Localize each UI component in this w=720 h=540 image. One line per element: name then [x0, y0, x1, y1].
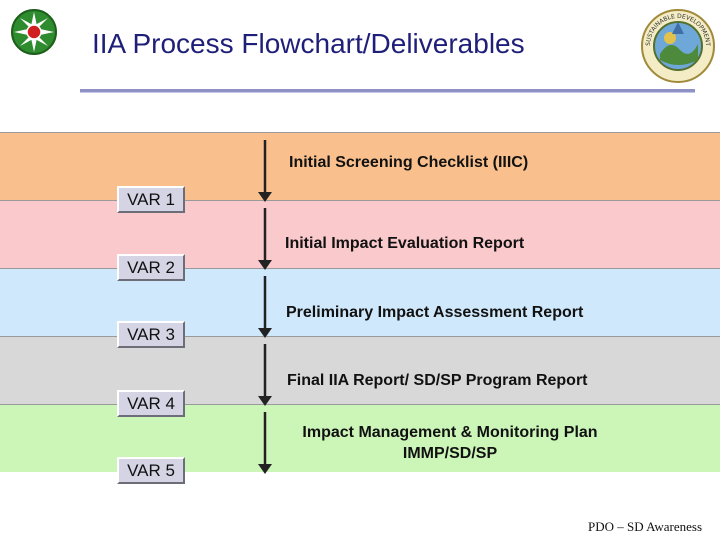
deliverable-label-1: Initial Screening Checklist (IIIC): [289, 154, 529, 171]
deliverable-label-5: Impact Management & Monitoring Plan IMMP…: [283, 422, 617, 464]
footer-text: PDO – SD Awareness: [588, 519, 702, 534]
var-label-5: VAR 5: [117, 457, 185, 484]
leaf-emblem-icon: [11, 9, 57, 55]
deliverable-label-5-line-1: Impact Management & Monitoring Plan: [302, 424, 598, 441]
deliverable-label-5-line-2: IMMP/SD/SP: [402, 445, 498, 462]
var-label-4: VAR 4: [117, 390, 185, 417]
deliverable-label-4: Final IIA Report/ SD/SP Program Report: [287, 372, 588, 389]
var-label-3: VAR 3: [117, 321, 185, 348]
page-title: IIA Process Flowchart/Deliverables: [92, 28, 525, 59]
var-label-1: VAR 1: [117, 186, 185, 213]
title-underline: [80, 89, 695, 93]
deliverable-label-2: Initial Impact Evaluation Report: [285, 235, 525, 252]
sustainable-development-seal-icon: SUSTAINABLE DEVELOPMENT: [641, 9, 715, 83]
deliverable-label-3: Preliminary Impact Assessment Report: [286, 304, 584, 321]
var-label-2: VAR 2: [117, 254, 185, 281]
